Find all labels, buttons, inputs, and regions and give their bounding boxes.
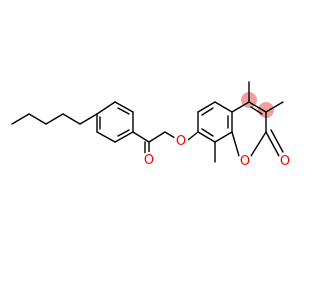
- aryl-carbonyl-bond: [132, 131, 150, 143]
- coumarin-benzo-bond: [214, 131, 233, 143]
- pyranone-bond: [248, 101, 267, 113]
- phenyl-double-bond: [117, 129, 130, 137]
- ring-oxygen-bg: [238, 153, 252, 167]
- ether-oxygen-label: O: [176, 134, 186, 149]
- pyranone-bond: [250, 131, 267, 157]
- lactone-oxygen-label: O: [280, 154, 290, 169]
- ring-oxygen-label: O: [240, 154, 250, 169]
- chain-bond: [62, 113, 81, 125]
- pyranone-double-bond: [250, 106, 263, 115]
- chain-bond: [45, 113, 64, 125]
- lactone-oxygen-bg: [278, 153, 292, 167]
- phenyl-bond: [114, 101, 134, 113]
- chain-bond: [28, 113, 47, 125]
- oxygen-aryl-bond: [187, 131, 199, 141]
- highlighted-atoms: [241, 92, 274, 118]
- pyranone-bond: [231, 101, 250, 113]
- phenyl-bond: [96, 131, 116, 143]
- lactone-double-bond-a: [265, 131, 280, 157]
- coumarin-benzo-bond: [197, 101, 216, 113]
- molecule-diagram: O O O O: [11, 81, 292, 169]
- structure-canvas: O O O O: [11, 81, 292, 169]
- lactone-double-bond-b: [270, 129, 284, 153]
- ch2-oxygen-bond: [164, 131, 176, 139]
- ether-oxygen-bg: [174, 133, 188, 147]
- coumarin-benzo-bond: [197, 131, 216, 143]
- coumarin-benzo-double-bond: [201, 107, 214, 116]
- pyranone-bond: [231, 131, 240, 157]
- methyl-3-bond: [265, 101, 284, 113]
- chain-bond: [79, 113, 98, 125]
- phenyl-bond: [96, 101, 116, 115]
- phenyl-bond: [114, 131, 134, 143]
- carbonyl-ch2-bond: [148, 131, 166, 143]
- phenyl-double-bond: [117, 107, 130, 115]
- bonds: [11, 81, 284, 163]
- coumarin-benzo-bond: [214, 101, 233, 113]
- atom-labels: O O O O: [142, 133, 292, 169]
- chain-bond: [11, 113, 30, 125]
- ketone-oxygen-label: O: [144, 153, 154, 168]
- coumarin-benzo-double-bond: [201, 128, 214, 137]
- ketone-oxygen-bg: [142, 152, 156, 166]
